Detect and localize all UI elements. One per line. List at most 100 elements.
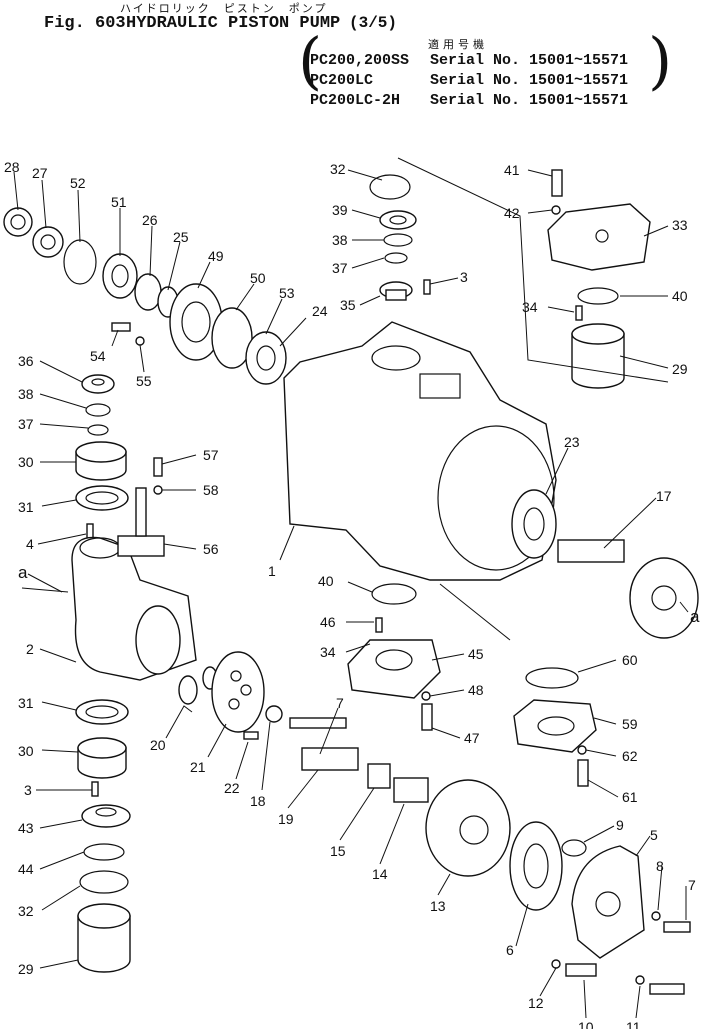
bearing-retainer-part [211, 307, 253, 369]
leader-lines [13, 157, 689, 1019]
bearing-part [245, 331, 287, 385]
gasket-part [513, 699, 597, 753]
callout-number: 7 [688, 877, 696, 893]
callout-number: 58 [203, 482, 219, 498]
seal-ring-part [75, 485, 129, 511]
o-ring-part [561, 839, 587, 857]
plug-part [81, 374, 115, 394]
spring-part [393, 777, 429, 803]
shoe-plate-part [211, 651, 265, 733]
callout-number: 2 [26, 641, 34, 657]
drive-shaft-part [557, 539, 699, 639]
view-arrow-label: a [18, 563, 28, 582]
bolt-part [577, 759, 589, 787]
washer-part [153, 485, 163, 495]
o-ring-part [577, 287, 619, 305]
callout-number: 14 [372, 866, 388, 882]
pin-part [91, 781, 99, 797]
cover-part [547, 203, 651, 271]
callout-number: 32 [18, 903, 34, 919]
callout-number: 17 [656, 488, 672, 504]
bushing-part [77, 737, 127, 779]
applicability-row: PC200LC Serial No. 15001~15571 [310, 72, 628, 89]
callout-number: 9 [616, 817, 624, 833]
callout-number: 39 [332, 202, 348, 218]
pin-part [375, 617, 383, 633]
pin-part [575, 305, 583, 321]
callout-number: 46 [320, 614, 336, 630]
figure-title: HYDRAULIC PISTON PUMP [126, 14, 341, 33]
part-outlines [3, 169, 699, 995]
callout-number: 22 [224, 780, 240, 796]
callout-number: 49 [208, 248, 224, 264]
seal-part [178, 675, 198, 705]
callout-number: 1 [268, 563, 276, 579]
bolt-part [663, 921, 691, 933]
callout-number: 12 [528, 995, 544, 1011]
callout-number: 38 [18, 386, 34, 402]
collar-part [134, 273, 162, 311]
callout-number: 3 [460, 269, 468, 285]
callout-number: 54 [90, 348, 106, 364]
plug-part [81, 804, 131, 828]
callout-number: 4 [26, 536, 34, 552]
bolt-part [649, 983, 685, 995]
callout-number: 42 [504, 205, 520, 221]
callout-number: 13 [430, 898, 446, 914]
bolt-part [153, 457, 163, 477]
spring-piston-part [301, 747, 359, 771]
callout-number: 6 [506, 942, 514, 958]
view-arrow-label: a [690, 607, 700, 626]
applicability-row: PC200,200SS Serial No. 15001~15571 [310, 52, 628, 69]
callout-number: 18 [250, 793, 266, 809]
serial-range: Serial No. 15001~15571 [430, 72, 629, 89]
bearing-part [379, 210, 417, 230]
model-name: PC200LC-2H [310, 92, 401, 109]
plug-part [379, 281, 413, 301]
piston-part [367, 763, 391, 789]
model-name: PC200,200SS [310, 52, 410, 69]
o-ring-part [369, 174, 411, 200]
callout-number: 21 [190, 759, 206, 775]
washer-part [635, 975, 645, 985]
sleeve-part [571, 323, 625, 389]
washer-part [551, 959, 561, 969]
callout-number: 34 [522, 299, 538, 315]
sleeve-part [77, 903, 131, 973]
bushing-part [75, 441, 127, 481]
washer-part [135, 336, 145, 346]
callout-number: 31 [18, 695, 34, 711]
callout-number: 44 [18, 861, 34, 877]
callout-number: 47 [464, 730, 480, 746]
callout-number: 32 [330, 161, 346, 177]
callout-number: 33 [672, 217, 688, 233]
callout-number: 36 [18, 353, 34, 369]
callout-number: 26 [142, 212, 158, 228]
serial-range: Serial No. 15001~15571 [430, 52, 629, 69]
o-ring-part [371, 583, 417, 605]
o-ring-part [83, 843, 125, 861]
bolt-part [421, 703, 433, 731]
callout-number: 51 [111, 194, 127, 210]
bearing-part [511, 489, 557, 559]
rod-part [289, 717, 347, 729]
callout-number: 55 [136, 373, 152, 389]
callout-number: 15 [330, 843, 346, 859]
gear-part [32, 226, 64, 258]
figure-page-indicator: (3/5) [349, 14, 398, 32]
callout-number: 40 [672, 288, 688, 304]
o-ring-part [383, 233, 413, 247]
bolt-part [111, 322, 131, 332]
o-ring-part [384, 252, 408, 264]
applicability-heading: 適用号機 [428, 38, 488, 51]
screw-part [243, 731, 259, 740]
bolt-part [551, 169, 563, 197]
callout-number: 57 [203, 447, 219, 463]
callout-number: 34 [320, 644, 336, 660]
servo-piston-housing-part [71, 536, 197, 681]
model-name: PC200LC [310, 72, 374, 89]
bracket-part [117, 487, 165, 557]
